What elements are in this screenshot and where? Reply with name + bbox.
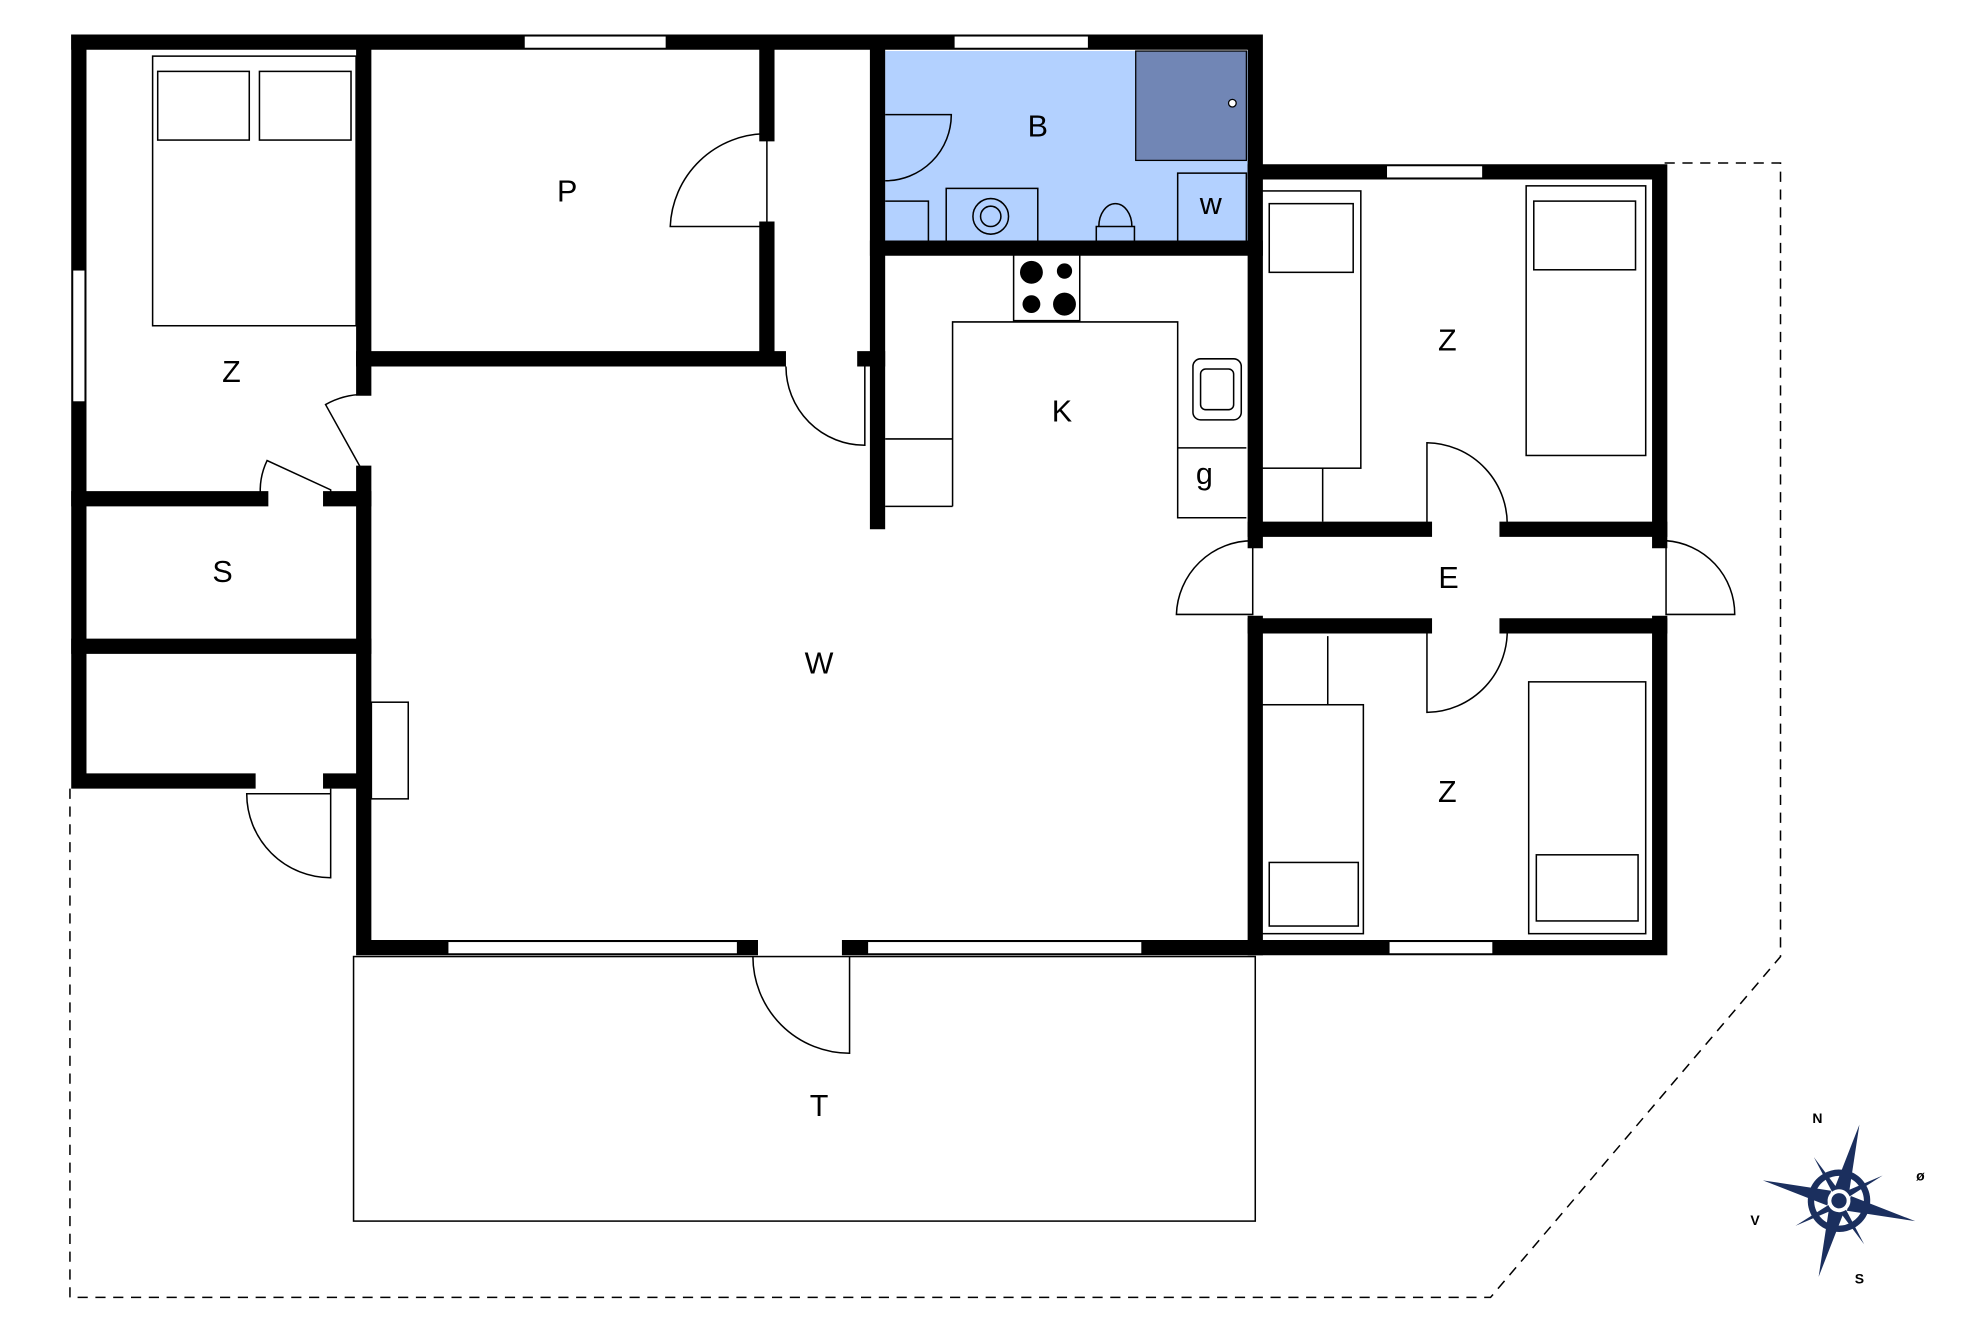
double-bed xyxy=(151,55,357,327)
furniture xyxy=(151,55,1647,935)
bed xyxy=(1525,185,1647,457)
plot-boundary xyxy=(69,162,1782,1299)
doors xyxy=(245,113,1736,1054)
terrace-outline xyxy=(352,955,1257,1222)
stove xyxy=(1012,253,1081,322)
room-label-kitchen: K xyxy=(1052,395,1073,429)
room-label-storage: S xyxy=(212,555,232,589)
room-label-w: w xyxy=(1199,187,1223,221)
room-label-bedroom-nw: Z xyxy=(222,355,241,389)
kitchen-sink xyxy=(1192,358,1243,421)
bed xyxy=(1260,190,1362,469)
room-label-bedroom-se: Z xyxy=(1438,775,1457,809)
room-label-entrance: E xyxy=(1438,561,1458,595)
bed xyxy=(1260,703,1365,935)
shower-area xyxy=(1135,50,1247,162)
room-label-terrace: T xyxy=(810,1089,829,1123)
room-label-g: g xyxy=(1196,457,1213,491)
bed xyxy=(1527,681,1647,935)
toilet xyxy=(1095,202,1136,242)
compass-rose-icon xyxy=(1762,1124,1916,1277)
room-label-living: W xyxy=(805,646,834,680)
room-label-bathroom: B xyxy=(1028,110,1048,144)
room-label-p: P xyxy=(557,175,577,209)
washbasin xyxy=(945,187,1039,243)
windows xyxy=(71,35,1494,955)
compass-north: N xyxy=(1812,1110,1822,1126)
shower-drain xyxy=(1227,98,1237,108)
compass-south: S xyxy=(1855,1270,1864,1286)
room-label-bedroom-ne: Z xyxy=(1438,323,1457,357)
compass-west: V xyxy=(1750,1212,1760,1228)
compass-east: ø xyxy=(1916,1167,1925,1183)
fireplace xyxy=(370,701,410,800)
